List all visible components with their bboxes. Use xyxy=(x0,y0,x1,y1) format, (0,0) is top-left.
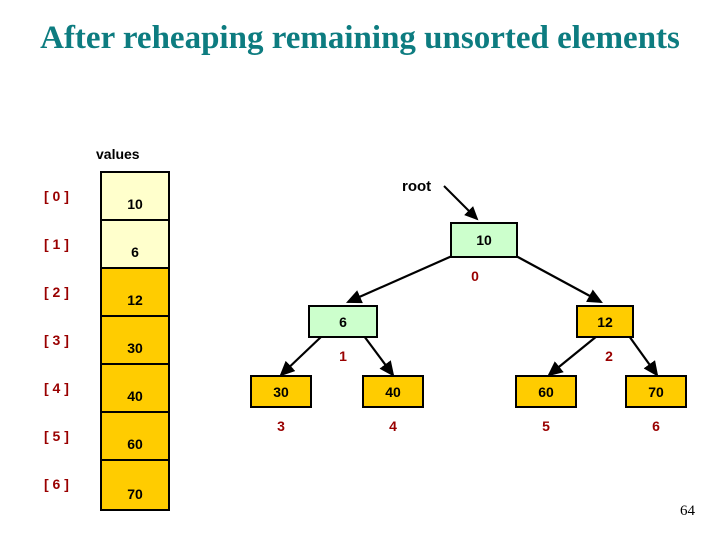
array-label: values xyxy=(96,146,140,162)
array-cell-value-2: 12 xyxy=(127,292,143,308)
array-cell-3[interactable]: 30 xyxy=(102,317,168,365)
edge-10-to-6 xyxy=(345,254,453,304)
tree-node-12[interactable]: 12 xyxy=(576,305,634,338)
edge-12-to-70 xyxy=(628,335,659,377)
array-cell-value-6: 70 xyxy=(127,486,143,502)
array-cell-5[interactable]: 60 xyxy=(102,413,168,461)
values-array: 10 6 12 30 40 60 70 xyxy=(100,171,170,511)
array-index-6: [ 6 ] xyxy=(44,476,69,492)
edge-12-to-60 xyxy=(547,335,598,377)
array-index-4: [ 4 ] xyxy=(44,380,69,396)
root-pointer-arrow xyxy=(443,185,479,221)
tree-node-index-4: 4 xyxy=(389,418,397,434)
array-index-1: [ 1 ] xyxy=(44,236,69,252)
array-cell-6[interactable]: 70 xyxy=(102,461,168,509)
tree-node-index-1: 1 xyxy=(339,348,347,364)
tree-node-30[interactable]: 30 xyxy=(250,375,312,408)
array-cell-2[interactable]: 12 xyxy=(102,269,168,317)
edge-10-to-12 xyxy=(515,255,603,304)
array-cell-0[interactable]: 10 xyxy=(102,173,168,221)
array-cell-value-4: 40 xyxy=(127,388,143,404)
array-index-0: [ 0 ] xyxy=(44,188,69,204)
array-cell-1[interactable]: 6 xyxy=(102,221,168,269)
tree-node-60[interactable]: 60 xyxy=(515,375,577,408)
tree-node-40[interactable]: 40 xyxy=(362,375,424,408)
tree-node-index-5: 5 xyxy=(542,418,550,434)
edge-6-to-40 xyxy=(363,335,395,377)
page-title: After reheaping remaining unsorted eleme… xyxy=(40,20,680,56)
tree-node-index-2: 2 xyxy=(605,348,613,364)
tree-node-index-0: 0 xyxy=(471,268,479,284)
tree-node-70[interactable]: 70 xyxy=(625,375,687,408)
tree-node-6[interactable]: 6 xyxy=(308,305,378,338)
page-number: 64 xyxy=(680,503,695,519)
array-cell-value-3: 30 xyxy=(127,340,143,356)
array-cell-value-0: 10 xyxy=(127,196,143,212)
tree-node-10[interactable]: 10 xyxy=(450,222,518,258)
array-cell-value-5: 60 xyxy=(127,436,143,452)
array-index-3: [ 3 ] xyxy=(44,332,69,348)
values-array-region: values [ 0 ] [ 1 ] [ 2 ] [ 3 ] [ 4 ] [ 5… xyxy=(0,0,260,540)
root-label: root xyxy=(402,178,432,195)
tree-node-index-6: 6 xyxy=(652,418,660,434)
tree-node-index-3: 3 xyxy=(277,418,285,434)
array-cell-4[interactable]: 40 xyxy=(102,365,168,413)
array-index-5: [ 5 ] xyxy=(44,428,69,444)
array-index-2: [ 2 ] xyxy=(44,284,69,300)
edge-6-to-30 xyxy=(279,335,323,377)
array-cell-value-1: 6 xyxy=(131,244,139,260)
